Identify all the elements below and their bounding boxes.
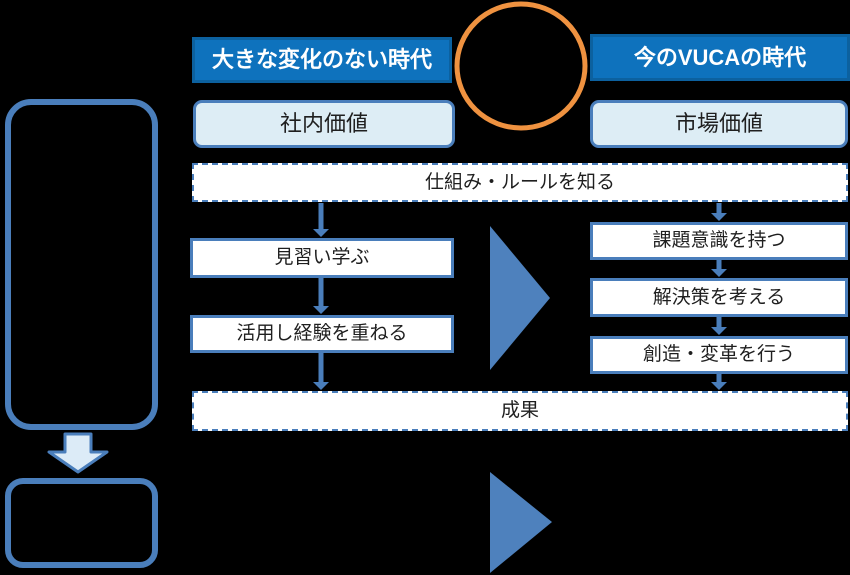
down-arrow-icon (711, 374, 727, 390)
right-triangle-arrow-icon (490, 226, 550, 370)
down-arrow-icon (711, 203, 727, 221)
right-flow-step-2-label: 解決策を考える (652, 286, 786, 308)
left-result-frame (5, 478, 158, 568)
right-triangle-arrow-icon (490, 472, 552, 573)
down-arrow-icon (313, 278, 329, 314)
down-arrow-icon (711, 317, 727, 335)
left-flow-step-1-label: 見習い学ぶ (274, 247, 370, 269)
era-header-right-label: 今のVUCAの時代 (633, 44, 807, 70)
left-flow-step-1: 見習い学ぶ (190, 238, 454, 278)
era-header-left: 大きな変化のない時代 (192, 37, 452, 83)
shared-step-bottom: 成果 (192, 391, 848, 431)
down-block-arrow-icon (47, 432, 109, 474)
left-flow-step-2-label: 活用し経験を重ねる (236, 323, 408, 345)
era-header-left-label: 大きな変化のない時代 (211, 47, 432, 73)
right-flow-step-3-label: 創造・変革を行う (642, 344, 795, 366)
down-arrow-icon (313, 353, 329, 390)
down-arrow-icon (711, 260, 727, 277)
right-flow-step-1-label: 課題意識を持つ (652, 230, 786, 252)
left-outline-frame (5, 99, 158, 430)
value-box-internal: 社内価値 (193, 100, 455, 148)
value-box-internal-label: 社内価値 (279, 111, 368, 137)
shared-step-top: 仕組み・ルールを知る (192, 163, 848, 202)
right-flow-step-3: 創造・変革を行う (590, 336, 848, 374)
value-box-market: 市場価値 (590, 100, 848, 148)
shared-step-top-label: 仕組み・ルールを知る (424, 171, 615, 193)
right-flow-step-1: 課題意識を持つ (590, 222, 848, 260)
shared-step-bottom-label: 成果 (500, 400, 539, 422)
down-arrow-icon (313, 203, 329, 237)
value-box-market-label: 市場価値 (674, 111, 763, 137)
left-flow-step-2: 活用し経験を重ねる (190, 315, 454, 353)
right-flow-step-2: 解決策を考える (590, 278, 848, 317)
vs-circle-icon (454, 1, 588, 131)
era-header-right: 今のVUCAの時代 (590, 34, 850, 81)
